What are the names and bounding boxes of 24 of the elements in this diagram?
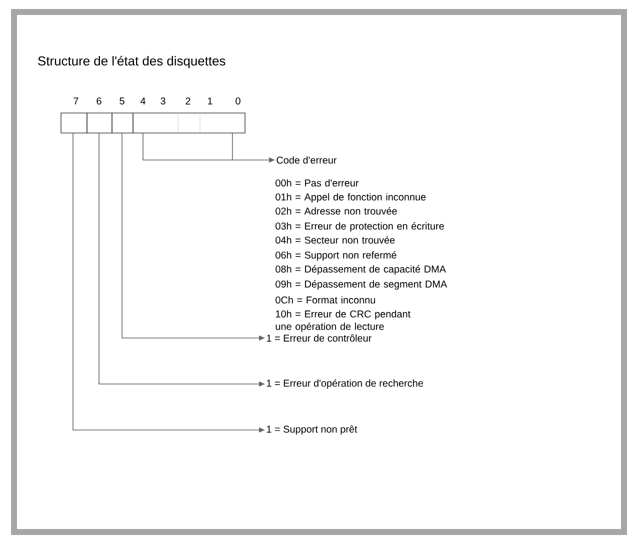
bit-number: 5: [120, 98, 124, 104]
error-code: 08h = Dépassement de capacité DMA: [276, 265, 446, 275]
error-code: 06h = Support non refermé: [276, 251, 396, 261]
title: Structure de l'état des disquettes: [38, 56, 226, 68]
error-code: 00h = Pas d'erreur: [276, 179, 359, 186]
field-description: Code d'erreur: [276, 156, 337, 164]
error-code: 04h = Secteur non trouvée: [276, 236, 395, 244]
error-code: 09h = Dépassement de segment DMA: [276, 280, 448, 290]
bit-number: 4: [140, 98, 146, 104]
field-description: 1 = Support non prêt: [266, 425, 358, 435]
register-cell: [86, 112, 112, 134]
bit-number: 6: [96, 97, 102, 105]
error-code: 0Ch = Format inconnu: [276, 296, 376, 304]
error-code: 01h = Appel de fonction inconnue: [276, 193, 426, 202]
register-cell: [112, 112, 134, 134]
field-description: 1 = Erreur d'opération de recherche: [266, 379, 423, 389]
bit-number: 3: [160, 97, 166, 105]
register-cell: [60, 112, 88, 134]
field-description: 1 = Erreur de contrôleur: [266, 334, 372, 342]
error-code: 02h = Adresse non trouvée: [276, 207, 397, 215]
error-code: 10h = Erreur de CRC pendant une opération de lecture: [276, 310, 410, 332]
error-code: 03h = Erreur de protection en écriture: [276, 222, 444, 232]
register-cell: [132, 112, 246, 134]
bit-number: 7: [74, 98, 78, 104]
